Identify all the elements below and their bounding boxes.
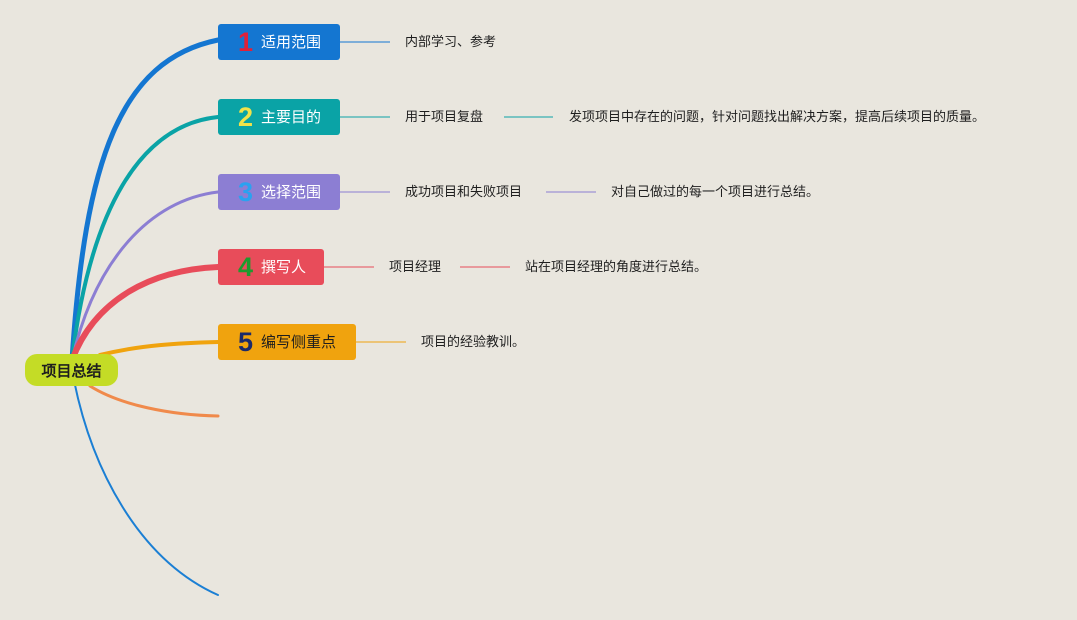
topic-scope[interactable]: 1 适用范围 (218, 24, 340, 60)
topic-focus[interactable]: 5 编写侧重点 (218, 324, 356, 360)
root-label: 项目总结 (41, 361, 102, 380)
root-topic[interactable]: 项目总结 (25, 354, 118, 386)
topic-label: 选择范围 (261, 182, 322, 201)
connector-branch-5 (98, 340, 220, 357)
topic-label: 撰写人 (261, 257, 307, 276)
number-1-icon: 1 (238, 26, 254, 57)
topic-label: 编写侧重点 (261, 332, 337, 351)
leaf-scope-1[interactable]: 内部学习、参考 (405, 35, 497, 50)
connector-branch-1 (69, 37, 221, 363)
number-5-icon: 5 (238, 326, 254, 357)
connector-branch-7 (71, 369, 219, 596)
topic-author[interactable]: 4 撰写人 (218, 249, 324, 285)
number-3-icon: 3 (238, 176, 254, 207)
leaf-selection-1[interactable]: 成功项目和失败项目 (405, 185, 523, 200)
topic-selection[interactable]: 3 选择范围 (218, 174, 340, 210)
connector-branch-4 (69, 264, 221, 363)
number-2-icon: 2 (238, 101, 254, 132)
number-4-icon: 4 (238, 251, 254, 282)
topic-label: 适用范围 (261, 32, 322, 51)
connector-branch-6 (88, 384, 220, 418)
leaf-purpose-2[interactable]: 发项项目中存在的问题，针对问题找出解决方案，提高后续项目的质量。 (569, 110, 986, 125)
leaf-focus-1[interactable]: 项目的经验教训。 (421, 335, 526, 350)
topic-label: 主要目的 (261, 107, 322, 126)
connector-branch-2 (70, 115, 220, 362)
leaf-author-2[interactable]: 站在项目经理的角度进行总结。 (525, 260, 708, 275)
leaf-author-1[interactable]: 项目经理 (389, 260, 442, 275)
leaf-selection-2[interactable]: 对自己做过的每一个项目进行总结。 (611, 185, 820, 200)
connector-branch-3 (70, 190, 220, 362)
leaf-purpose-1[interactable]: 用于项目复盘 (405, 110, 484, 125)
topic-purpose[interactable]: 2 主要目的 (218, 99, 340, 135)
